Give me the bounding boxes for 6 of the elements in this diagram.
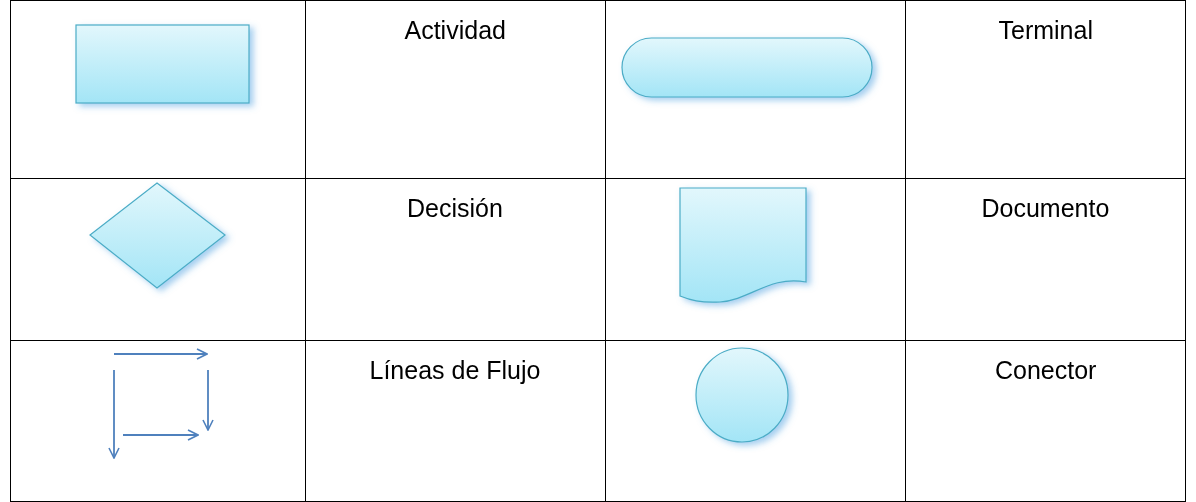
symbol-label: Terminal <box>998 16 1093 45</box>
symbol-label: Actividad <box>404 16 506 45</box>
symbol-label: Decisión <box>407 194 503 223</box>
symbol-label: Líneas de Flujo <box>369 356 541 385</box>
symbol-label: Conector <box>995 356 1097 385</box>
symbol-label: Documento <box>981 194 1110 223</box>
